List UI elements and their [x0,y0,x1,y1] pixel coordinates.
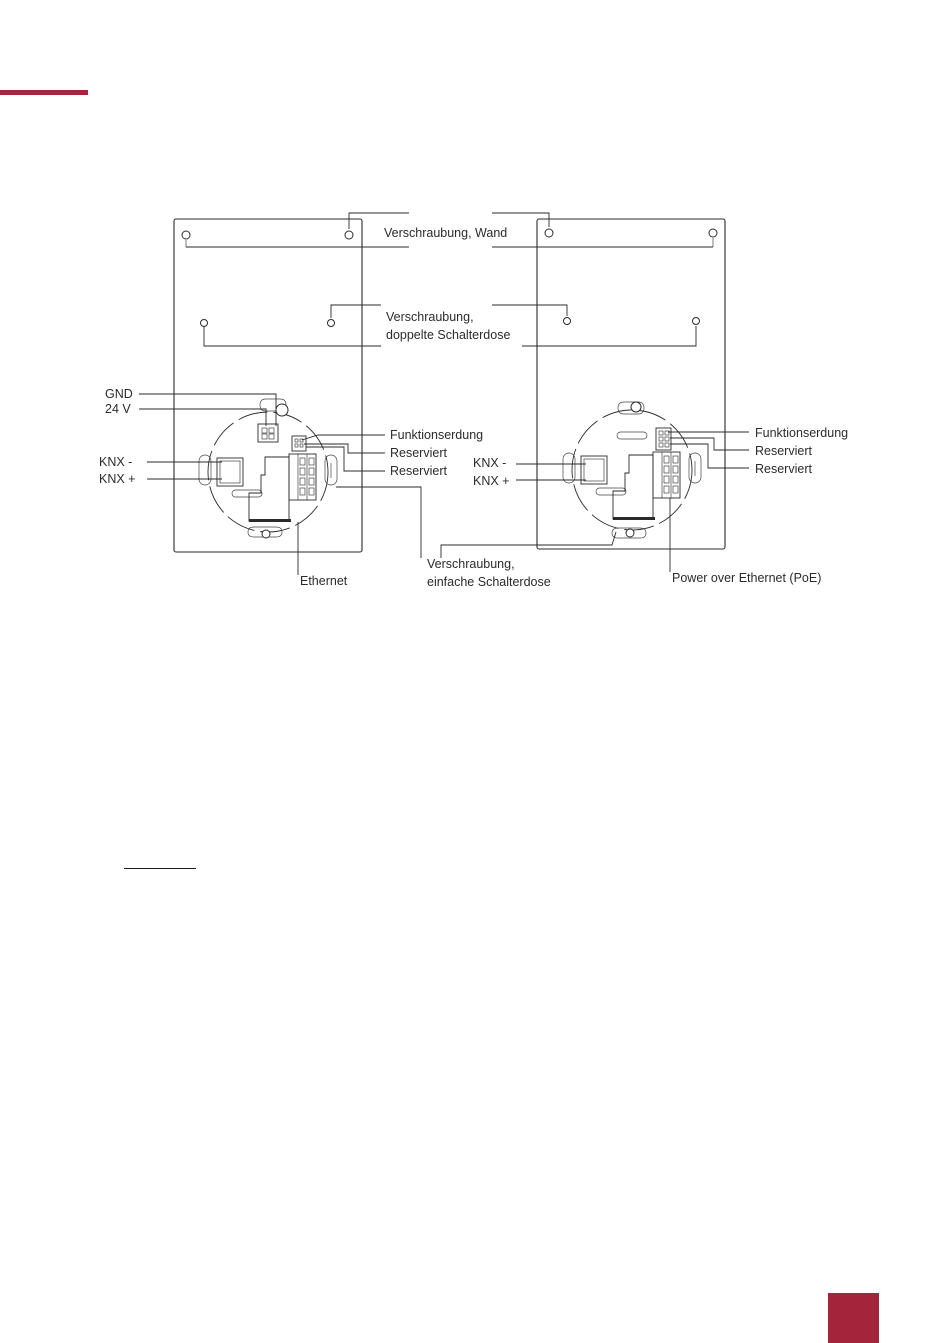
right-double-box-hole-2 [693,318,700,325]
left-earth-connector [292,436,306,451]
label-single-box-line1: Verschraubung, [427,557,515,571]
left-top-keyhole [276,404,288,416]
leader-lines [139,213,749,575]
label-knx-plus-right: KNX + [473,474,509,488]
label-gnd: GND [105,387,133,401]
right-device [537,219,725,549]
label-knx-plus-left: KNX + [99,472,135,486]
labels: Verschraubung, Wand Verschraubung, doppe… [99,226,848,589]
left-mounting-plate [174,219,362,552]
left-device [174,219,362,552]
right-double-box-hole-1 [564,318,571,325]
label-reserved-left-2: Reserviert [390,464,447,478]
left-double-box-hole-1 [201,320,208,327]
right-terminal-block [653,452,680,498]
left-terminal-block [289,454,316,500]
right-wall-screw-hole-2 [709,229,717,237]
right-wall-screw-hole-1 [545,229,553,237]
right-mounting-plate [537,219,725,549]
label-knx-minus-right: KNX - [473,456,506,470]
label-24v: 24 V [105,402,131,416]
right-pcb-body [613,455,653,519]
label-wall-screw: Verschraubung, Wand [384,226,507,240]
label-double-box-line2: doppelte Schalterdose [386,328,510,342]
left-ethernet-port [249,519,291,522]
label-functional-earth-left: Funktionserdung [390,428,483,442]
left-pcb-body [249,457,289,521]
right-insert-outline [572,410,692,530]
left-wall-screw-hole-1 [182,231,190,239]
label-reserved-right-2: Reserviert [755,462,812,476]
label-reserved-right-1: Reserviert [755,444,812,458]
left-insert-outline [208,412,328,532]
label-double-box-line1: Verschraubung, [386,310,474,324]
label-ethernet: Ethernet [300,574,348,588]
label-knx-minus-left: KNX - [99,455,132,469]
left-double-box-hole-2 [328,320,335,327]
label-reserved-left-1: Reserviert [390,446,447,460]
right-poe-port [613,517,655,520]
label-functional-earth-right: Funktionserdung [755,426,848,440]
left-power-connector [258,424,278,442]
left-wall-screw-hole-2 [345,231,353,239]
label-poe: Power over Ethernet (PoE) [672,571,821,585]
label-single-box-line2: einfache Schalterdose [427,575,551,589]
